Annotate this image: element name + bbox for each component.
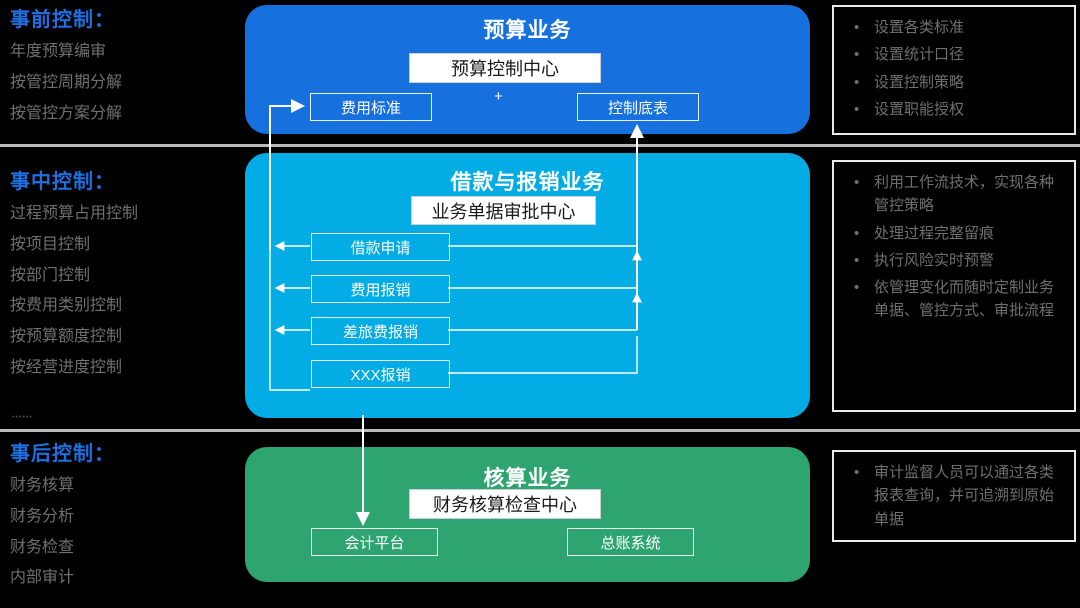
panel-budget-title: 预算业务 (483, 19, 572, 42)
note-item: • 利用工作流技术，实现各种管控策略 (840, 171, 1066, 218)
box-general-ledger-system[interactable]: 总账系统 (567, 528, 694, 556)
left-section-after-control: 事后控制： 财务核算 财务分析 财务检查 内部审计 (10, 442, 115, 597)
budget-control-center-box[interactable]: 预算控制中心 (409, 53, 601, 83)
panel-loan-title: 借款与报销业务 (450, 171, 605, 194)
section-divider-bottom (0, 429, 1080, 432)
bullet-icon: • (854, 19, 860, 36)
note-item: • 设置统计口径 (840, 43, 1066, 66)
note-item: • 执行风险实时预警 (840, 249, 1066, 272)
section-item: 按预算额度控制 (10, 328, 123, 346)
note-item: • 依管理变化而随时定制业务单据、管控方式、审批流程 (840, 276, 1066, 323)
note-item: • 设置控制策略 (840, 71, 1066, 94)
bullet-icon: • (854, 73, 860, 91)
note-item: • 设置职能授权 (840, 98, 1066, 121)
artifact-text: •••••• (12, 414, 33, 421)
note-item-text: 设置统计口径 (874, 46, 965, 64)
section-item: 财务核算 (10, 477, 75, 494)
bullet-icon: • (854, 100, 860, 118)
section-item: 内部审计 (10, 569, 75, 587)
section-item: 财务分析 (10, 507, 75, 525)
bullet-icon: • (854, 464, 860, 481)
box-accounting-platform[interactable]: 会计平台 (311, 528, 438, 556)
bullet-icon: • (854, 279, 860, 296)
bullet-icon: • (854, 251, 860, 269)
note-item: • 处理过程完整留痕 (840, 222, 1066, 245)
section-item: 年度预算编审 (10, 43, 107, 60)
bullet-icon: • (854, 224, 860, 242)
box-expense-reimbursement[interactable]: 费用报销 (311, 275, 450, 303)
section-item: 按部门控制 (10, 266, 91, 284)
box-travel-expense-reimbursement[interactable]: 差旅费报销 (311, 317, 450, 345)
financial-accounting-check-center-box[interactable]: 财务核算检查中心 (409, 489, 601, 519)
note-item: • 审计监督人员可以通过各类报表查询，并可追溯到原始单据 (840, 461, 1066, 531)
note-card-after-control: • 审计监督人员可以通过各类报表查询，并可追溯到原始单据 (832, 450, 1076, 542)
section-title-before: 事前控制： (10, 9, 115, 31)
section-divider-top (0, 144, 1080, 147)
section-item: 过程预算占用控制 (10, 205, 139, 222)
section-item: 按管控方案分解 (10, 104, 123, 122)
note-list: • 设置各类标准 • 设置统计口径 • 设置控制策略 • 设置职能授权 (840, 16, 1066, 121)
panel-accounting-title: 核算业务 (483, 467, 572, 490)
note-item-text: 执行风险实时预警 (874, 251, 995, 269)
note-item-text: 利用工作流技术，实现各种管控策略 (874, 174, 1055, 215)
box-loan-application[interactable]: 借款申请 (311, 233, 450, 261)
box-fee-standard[interactable]: 费用标准 (310, 93, 432, 121)
note-item-text: 设置控制策略 (874, 73, 965, 91)
bullet-icon: • (854, 174, 860, 191)
section-item: 按经营进度控制 (10, 358, 123, 376)
section-item: 按项目控制 (10, 235, 91, 253)
section-item: 财务检查 (10, 538, 75, 556)
left-section-during-control: 事中控制： 过程预算占用控制 按项目控制 按部门控制 按费用类别控制 按预算额度… (10, 170, 138, 387)
note-card-before-control: • 设置各类标准 • 设置统计口径 • 设置控制策略 • 设置职能授权 (832, 5, 1076, 135)
plus-icon: + (494, 88, 503, 105)
section-title-during: 事中控制： (10, 171, 115, 193)
box-xxx-reimbursement[interactable]: XXX报销 (311, 360, 450, 388)
note-list: • 审计监督人员可以通过各类报表查询，并可追溯到原始单据 (840, 461, 1066, 531)
note-item-text: 审计监督人员可以通过各类报表查询，并可追溯到原始单据 (874, 464, 1055, 528)
note-card-during-control: • 利用工作流技术，实现各种管控策略 • 处理过程完整留痕 • 执行风险实时预警 • 依… (832, 160, 1076, 412)
bullet-icon: • (854, 46, 860, 64)
section-item: 按管控周期分解 (10, 73, 123, 91)
section-item: 按费用类别控制 (10, 297, 123, 315)
note-item: • 设置各类标准 (840, 16, 1066, 39)
note-item-text: 设置职能授权 (874, 100, 965, 118)
note-item-text: 设置各类标准 (874, 19, 965, 36)
note-item-text: 依管理变化而随时定制业务单据、管控方式、审批流程 (874, 279, 1055, 320)
note-list: • 利用工作流技术，实现各种管控策略 • 处理过程完整留痕 • 执行风险实时预警 • 依… (840, 171, 1066, 323)
note-item-text: 处理过程完整留痕 (874, 224, 995, 242)
box-control-base-table[interactable]: 控制底表 (577, 93, 699, 121)
left-section-before-control: 事前控制： 年度预算编审 按管控周期分解 按管控方案分解 (10, 8, 122, 132)
panel-accounting-business: 核算业务 (245, 447, 810, 582)
section-title-after: 事后控制： (10, 443, 115, 465)
business-document-approval-center-box[interactable]: 业务单据审批中心 (411, 196, 596, 225)
